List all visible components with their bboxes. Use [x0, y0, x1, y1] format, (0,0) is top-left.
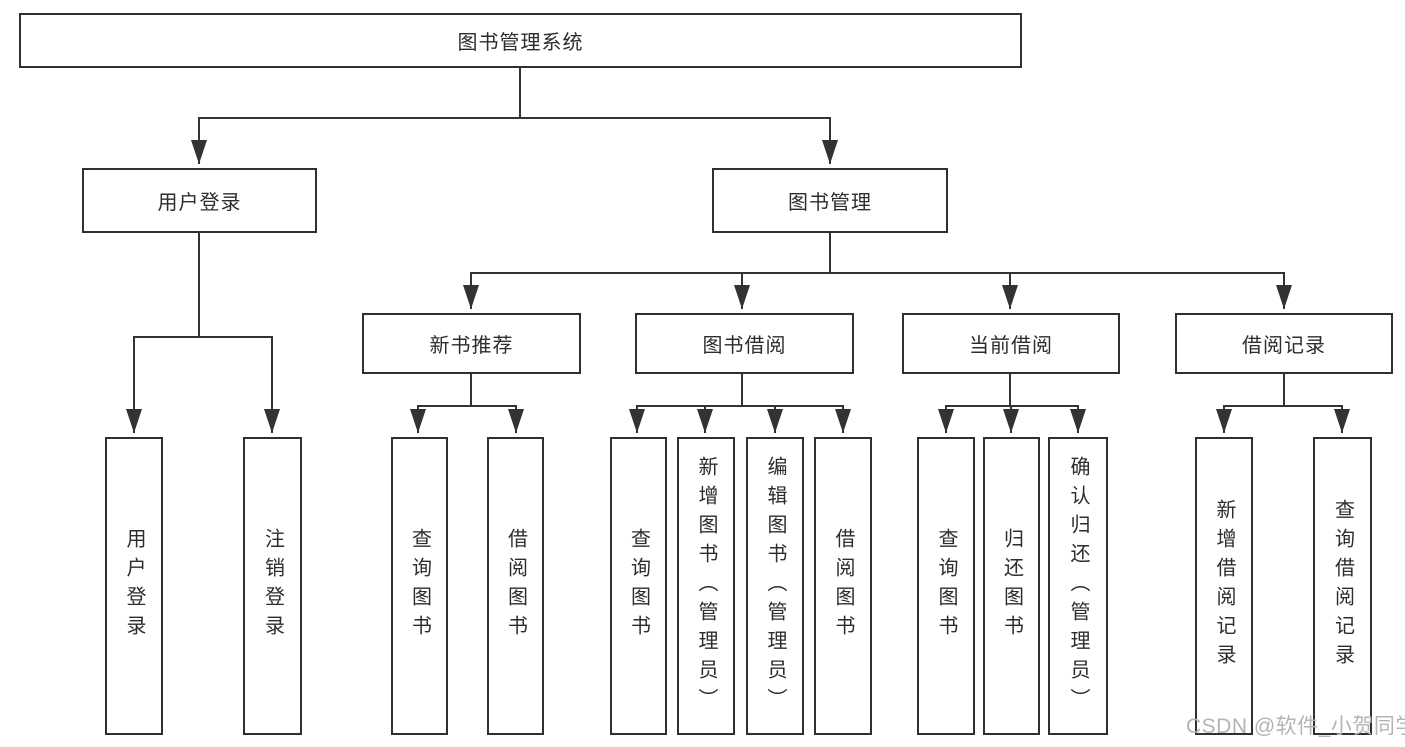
leaf-cb-confirm-return-label: 确认归还（管理员）: [1067, 455, 1089, 717]
leaf-bb-query-book-label: 查询图书: [627, 528, 650, 644]
node-root: 图书管理系统: [19, 13, 1022, 68]
leaf-nbr-query-book: 查询图书: [391, 437, 448, 735]
node-borrow-record: 借阅记录: [1175, 313, 1393, 374]
leaf-cb-query-book: 查询图书: [917, 437, 975, 735]
leaf-bb-add-book-label: 新增图书（管理员）: [695, 455, 717, 717]
leaf-bb-edit-book: 编辑图书（管理员）: [746, 437, 804, 735]
leaf-bb-add-book: 新增图书（管理员）: [677, 437, 735, 735]
leaf-logout: 注销登录: [243, 437, 302, 735]
leaf-br-add-record: 新增借阅记录: [1195, 437, 1253, 735]
node-root-label: 图书管理系统: [457, 32, 584, 54]
leaf-logout-label: 注销登录: [261, 528, 284, 644]
leaf-bb-borrow-book-label: 借阅图书: [832, 528, 854, 644]
node-user-login-label: 用户登录: [157, 192, 242, 214]
connector-group-book-mgmt: [463, 233, 1292, 309]
leaf-cb-return-book: 归还图书: [983, 437, 1040, 735]
connector-group-current-borrow: [938, 374, 1086, 433]
node-book-borrow: 图书借阅: [635, 313, 854, 374]
node-book-mgmt-label: 图书管理: [788, 192, 872, 214]
connector-group-borrow-record: [1216, 374, 1350, 433]
node-new-book-rec-label: 新书推荐: [429, 335, 514, 357]
connector-group-book-borrow: [629, 374, 851, 433]
leaf-br-add-record-label: 新增借阅记录: [1213, 499, 1235, 673]
leaf-cb-confirm-return: 确认归还（管理员）: [1048, 437, 1108, 735]
node-book-mgmt: 图书管理: [712, 168, 948, 233]
connector-group-new-book-rec: [410, 374, 524, 433]
node-user-login: 用户登录: [82, 168, 317, 233]
node-book-borrow-label: 图书借阅: [702, 335, 787, 357]
watermark-text: CSDN @软件_小贺同学: [1186, 715, 1405, 738]
leaf-user-login: 用户登录: [105, 437, 163, 735]
node-current-borrow-label: 当前借阅: [969, 335, 1053, 357]
leaf-cb-query-book-label: 查询图书: [935, 528, 957, 644]
node-current-borrow: 当前借阅: [902, 313, 1120, 374]
leaf-br-query-record: 查询借阅记录: [1313, 437, 1372, 735]
connector-group-user-login: [126, 233, 280, 433]
node-new-book-rec: 新书推荐: [362, 313, 581, 374]
leaf-bb-borrow-book: 借阅图书: [814, 437, 872, 735]
leaf-bb-query-book: 查询图书: [610, 437, 667, 735]
node-borrow-record-label: 借阅记录: [1242, 335, 1326, 357]
leaf-user-login-label: 用户登录: [123, 528, 145, 644]
leaf-nbr-borrow-book-label: 借阅图书: [504, 528, 527, 644]
leaf-nbr-borrow-book: 借阅图书: [487, 437, 544, 735]
leaf-cb-return-book-label: 归还图书: [1000, 528, 1023, 644]
leaf-br-query-record-label: 查询借阅记录: [1331, 499, 1354, 673]
connector-group-root: [191, 68, 838, 164]
leaf-bb-edit-book-label: 编辑图书（管理员）: [764, 455, 786, 717]
leaf-nbr-query-book-label: 查询图书: [408, 528, 431, 644]
